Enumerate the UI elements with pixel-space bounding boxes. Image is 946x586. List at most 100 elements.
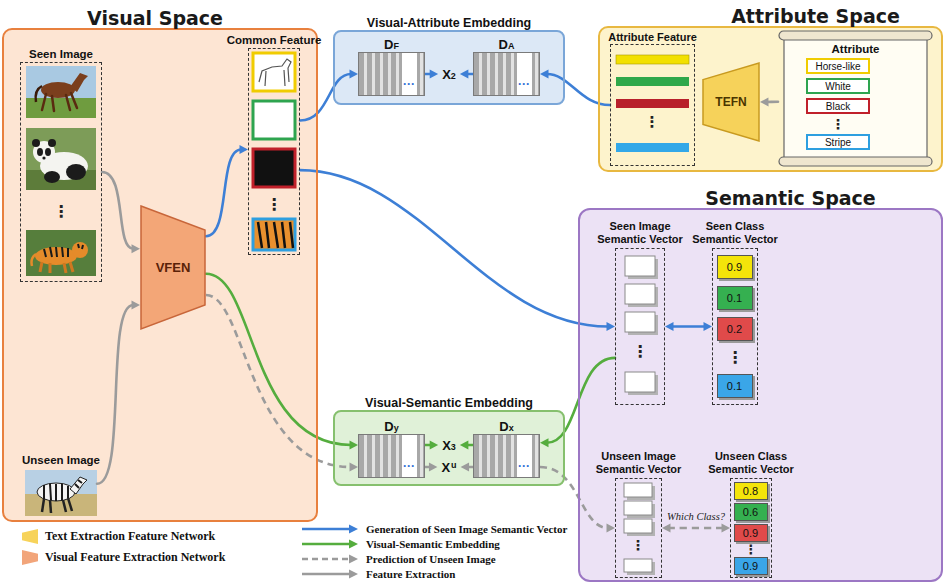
- horse-legs-part: [52, 96, 54, 111]
- group-label: Unseen Image: [22, 454, 100, 466]
- arrow-head: [460, 441, 469, 450]
- embedding-panel: Visual-Attribute EmbeddingDFX2DA: [333, 30, 565, 105]
- attribute-feature-bars: [616, 55, 689, 152]
- value-cell: 0.9: [734, 557, 768, 575]
- connector-line: [97, 305, 133, 484]
- network-trapezoid: [703, 63, 759, 141]
- ellipsis-mark: ⋮: [727, 348, 743, 367]
- arrow-head: [704, 322, 713, 331]
- value-label: 0.9: [743, 560, 758, 572]
- legend-arrow-head: [349, 555, 358, 564]
- image-semantic-cards-part: [625, 284, 655, 304]
- connector-line: [547, 358, 615, 443]
- matrix-label: DF: [384, 37, 399, 52]
- embedding-title: Visual-Attribute Embedding: [367, 16, 531, 30]
- zebra-photo-part: [44, 480, 82, 501]
- panda-photo-part: [42, 156, 45, 159]
- embedding-symbol: Xu: [437, 458, 460, 476]
- legend-text: Prediction of Unseen Image: [366, 552, 496, 566]
- panel-fill: [599, 27, 942, 171]
- tiger-photo-part: [72, 242, 88, 258]
- arrow-head: [461, 463, 470, 472]
- panel-fill: [579, 209, 942, 581]
- matrix-label: Dx: [499, 419, 513, 434]
- attribute-label: Black: [826, 101, 850, 112]
- attribute-feature-bars-part: [616, 55, 689, 64]
- ellipsis-mark: ···: [518, 77, 530, 91]
- connector-line: [547, 74, 610, 105]
- ellipsis-mark: ⋮: [632, 342, 648, 361]
- value-cell: 0.1: [717, 374, 753, 398]
- tiger-legs-part: [40, 262, 42, 272]
- network-label: VFEN: [156, 260, 191, 275]
- ellipsis-mark: ⋮: [745, 542, 758, 557]
- ellipsis-mark: ⋮: [645, 113, 660, 131]
- connector-line: [540, 467, 608, 528]
- group-label: Seen Image Semantic Vector: [592, 220, 688, 246]
- ellipsis-mark: ⋮: [266, 195, 282, 214]
- attribute-label: Horse-like: [815, 61, 860, 72]
- ellipsis-mark: ⋮: [831, 116, 845, 132]
- value-label: 0.8: [743, 485, 758, 497]
- flow-connector: [102, 172, 140, 253]
- tiger-legs-part: [49, 263, 52, 273]
- group-label: Attribute Feature: [608, 31, 697, 43]
- flow-connector: [425, 441, 438, 450]
- image-semantic-cards-part: [624, 501, 652, 515]
- flow-connector: [300, 70, 358, 121]
- image-semantic-cards-part: [625, 312, 655, 332]
- panel-fill: [3, 29, 317, 521]
- value-cell: 0.9: [717, 255, 753, 279]
- value-cell: 0.8: [734, 482, 768, 500]
- matrix-label: DA: [499, 37, 515, 52]
- group-label: Attribute: [778, 43, 933, 55]
- arrow-head: [540, 438, 549, 447]
- panda-photo-part: [37, 148, 43, 156]
- attribute-item: Black: [806, 98, 870, 114]
- network-block: VFEN: [140, 205, 206, 330]
- legend-line-sample: [302, 543, 350, 546]
- flow-connector: [665, 322, 712, 331]
- tiger-photo-part: [26, 230, 96, 276]
- attribute-feature-bars-part: [616, 143, 689, 152]
- connector-line: [206, 295, 351, 467]
- symbol-label: Xu: [441, 461, 456, 474]
- symbol-label: X2: [442, 67, 456, 82]
- ellipsis-mark: ···: [518, 459, 530, 473]
- panda-photo-part: [48, 139, 56, 147]
- region-title: Attribute Space: [731, 5, 900, 27]
- panda-photo-part: [44, 171, 60, 183]
- arrow-head: [350, 441, 359, 450]
- panda-photo-part: [26, 128, 96, 190]
- arrow-head: [132, 301, 141, 310]
- ellipsis-mark: ···: [403, 77, 415, 91]
- value-cell: 0.6: [734, 503, 768, 521]
- legend-line-sample: [302, 558, 350, 561]
- flow-connector: [425, 463, 437, 472]
- arrow-head: [240, 145, 249, 154]
- common-feature-icons-part: [258, 222, 293, 248]
- vector-group: Unseen Image Semantic Vector: [615, 478, 662, 578]
- group-label: Seen Image: [29, 48, 93, 60]
- tiger-legs-part: [70, 262, 73, 272]
- image-semantic-cards-part: [624, 519, 652, 533]
- arrow-head: [662, 524, 671, 533]
- line-legend: Generation of Seen Image Semantic Vector…: [300, 522, 600, 584]
- horse-legs-part: [71, 93, 77, 108]
- arrow-head: [350, 463, 359, 472]
- horse-legs-part: [42, 94, 46, 110]
- image-frame: Unseen Image: [25, 470, 97, 516]
- value-cell: 0.2: [717, 317, 753, 341]
- group-label: Seen Class Semantic Vector: [687, 220, 783, 246]
- tiger-legs-part: [64, 263, 66, 273]
- horse-photo-part: [70, 73, 88, 92]
- matrix-label: Dy: [384, 419, 398, 434]
- legend-text: Visual-Semantic Embedding: [366, 537, 500, 551]
- horse-legs: [42, 93, 77, 111]
- connector-line: [671, 325, 706, 328]
- arrow-head: [665, 322, 674, 331]
- value-label: 0.6: [743, 506, 758, 518]
- attribute-item: White: [806, 78, 870, 94]
- group-label: Unseen Image Semantic Vector: [589, 450, 689, 476]
